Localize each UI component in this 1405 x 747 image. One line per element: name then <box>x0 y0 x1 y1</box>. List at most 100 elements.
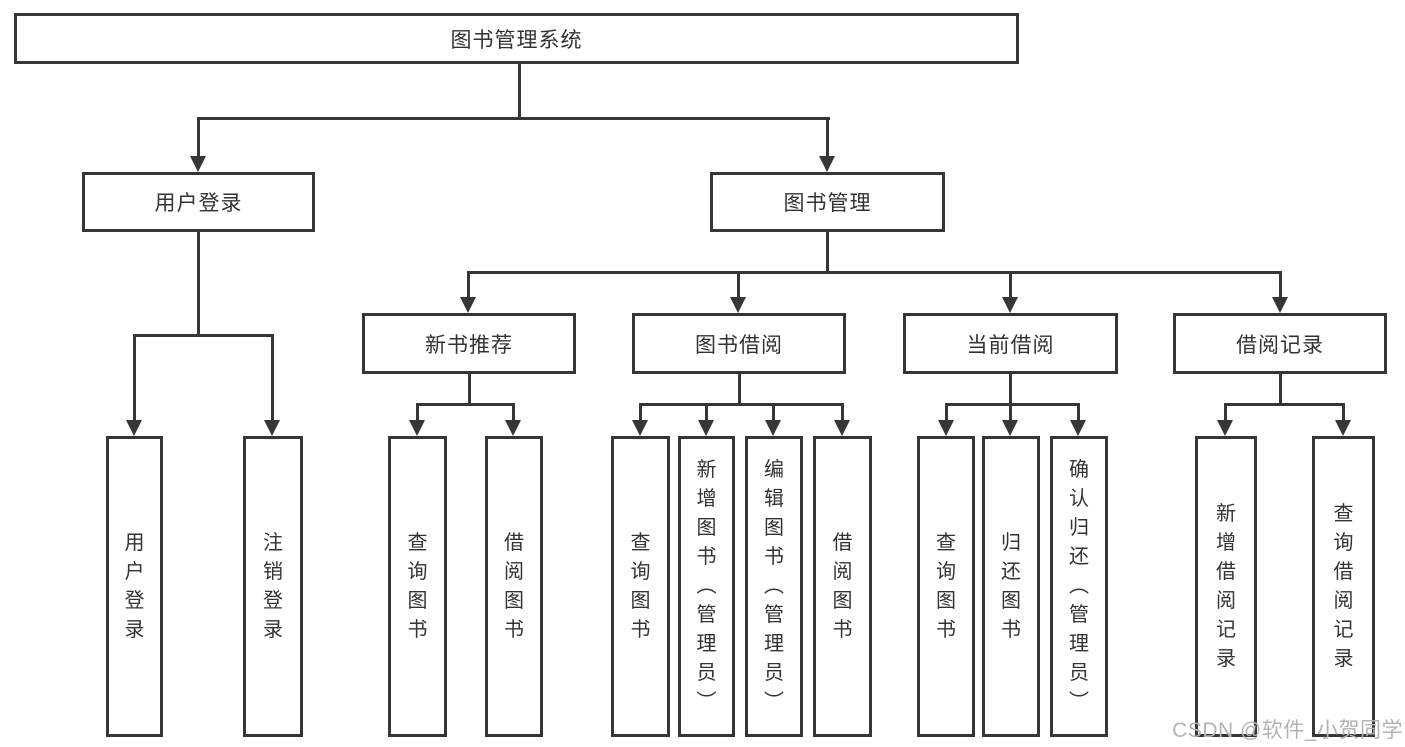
vertical-char: 增 <box>696 488 717 510</box>
vertical-char: 借 <box>1333 560 1354 583</box>
connector-line <box>1009 271 1012 301</box>
arrowhead-icon <box>1335 420 1351 436</box>
vertical-char: 员 <box>764 662 784 684</box>
vertical-char: ︶ <box>696 691 717 713</box>
vertical-char: 员 <box>696 662 717 684</box>
arrowhead-icon <box>698 420 714 436</box>
node-user-login: 用户登录 <box>82 172 315 232</box>
connector-line <box>416 403 515 406</box>
vertical-char: 还 <box>1001 560 1021 583</box>
connector-line <box>841 403 844 424</box>
arrowhead-icon <box>1272 297 1288 313</box>
leaf-add-borrow-record: 新增借阅记录 <box>1195 436 1257 737</box>
arrowhead-icon <box>264 420 280 436</box>
connector-line <box>271 334 274 424</box>
vertical-char: ︵ <box>1069 575 1089 597</box>
vertical-char: 图 <box>764 517 784 539</box>
arrowhead-icon <box>505 420 521 436</box>
leaf-query-book-2: 查询图书 <box>611 436 670 737</box>
vertical-char: ︵ <box>696 575 717 597</box>
connector-line <box>197 230 200 337</box>
vertical-char: 阅 <box>832 560 853 583</box>
vertical-char: 图 <box>832 589 853 612</box>
vertical-char: 图 <box>696 517 717 539</box>
arrowhead-icon <box>126 420 142 436</box>
connector-line <box>197 117 200 158</box>
vertical-char: 询 <box>936 560 956 583</box>
arrowhead-icon <box>938 420 954 436</box>
vertical-char: 认 <box>1069 488 1089 510</box>
arrowhead-icon <box>834 420 850 436</box>
connector-line <box>133 334 274 337</box>
arrowhead-icon <box>190 156 206 172</box>
connector-line <box>738 372 741 406</box>
vertical-char: 录 <box>1216 647 1236 670</box>
connector-line <box>468 372 471 406</box>
connector-line <box>1009 372 1012 406</box>
vertical-char: 注 <box>263 531 283 554</box>
connector-line <box>467 271 1281 274</box>
connector-line <box>1279 372 1282 406</box>
vertical-char: 询 <box>1333 531 1354 554</box>
leaf-add-book-admin: 新增图书︵管理员︶ <box>678 436 735 737</box>
node-borrow-record: 借阅记录 <box>1173 313 1387 374</box>
connector-line <box>826 230 829 274</box>
leaf-logout: 注销登录 <box>243 436 303 737</box>
vertical-char: 登 <box>124 589 145 612</box>
vertical-char: ︵ <box>764 575 784 597</box>
vertical-char: 理 <box>764 633 784 655</box>
vertical-char: 询 <box>630 560 651 583</box>
vertical-char: 书 <box>407 618 428 641</box>
vertical-char: 阅 <box>1216 589 1236 612</box>
vertical-char: 书 <box>936 618 956 641</box>
node-book-borrow: 图书借阅 <box>632 313 846 374</box>
connector-line <box>133 334 136 424</box>
vertical-char: 确 <box>1069 459 1089 481</box>
vertical-char: 书 <box>764 546 784 568</box>
vertical-char: 户 <box>124 560 145 583</box>
leaf-return-book: 归还图书 <box>982 436 1040 737</box>
node-book-mgmt: 图书管理 <box>710 172 945 232</box>
connector-line <box>1009 403 1012 424</box>
connector-line <box>1342 403 1345 424</box>
vertical-char: 图 <box>407 589 428 612</box>
connector-line <box>826 117 829 158</box>
vertical-char: 借 <box>1216 560 1236 583</box>
vertical-char: 归 <box>1001 531 1021 554</box>
arrowhead-icon <box>632 420 648 436</box>
node-new-book-recommend: 新书推荐 <box>362 313 576 374</box>
connector-line <box>1224 403 1344 406</box>
vertical-char: 查 <box>1333 502 1354 525</box>
vertical-char: 归 <box>1069 517 1089 539</box>
vertical-char: 询 <box>407 560 428 583</box>
vertical-char: 管 <box>764 604 784 626</box>
arrowhead-icon <box>460 297 476 313</box>
vertical-char: 辑 <box>764 488 784 510</box>
vertical-char: 借 <box>504 531 524 554</box>
connector-line <box>945 403 1080 406</box>
arrowhead-icon <box>1217 420 1233 436</box>
connector-line <box>737 271 740 301</box>
vertical-char: 录 <box>1333 647 1354 670</box>
vertical-char: 书 <box>832 618 853 641</box>
vertical-char: 理 <box>1069 633 1089 655</box>
vertical-char: 查 <box>407 531 428 554</box>
vertical-char: 记 <box>1333 618 1354 641</box>
connector-line <box>705 403 708 424</box>
connector-line <box>416 403 419 424</box>
leaf-query-borrow-record: 查询借阅记录 <box>1312 436 1375 737</box>
vertical-char: 查 <box>936 531 956 554</box>
vertical-char: 书 <box>696 546 717 568</box>
vertical-char: 书 <box>1001 618 1021 641</box>
vertical-char: 书 <box>504 618 524 641</box>
node-root: 图书管理系统 <box>14 13 1019 64</box>
connector-line <box>197 117 830 120</box>
arrowhead-icon <box>1002 297 1018 313</box>
vertical-char: 图 <box>1001 589 1021 612</box>
vertical-char: 阅 <box>504 560 524 583</box>
leaf-edit-book-admin: 编辑图书︵管理员︶ <box>745 436 803 737</box>
vertical-char: 员 <box>1069 662 1089 684</box>
connector-line <box>639 403 843 406</box>
vertical-char: 管 <box>1069 604 1089 626</box>
